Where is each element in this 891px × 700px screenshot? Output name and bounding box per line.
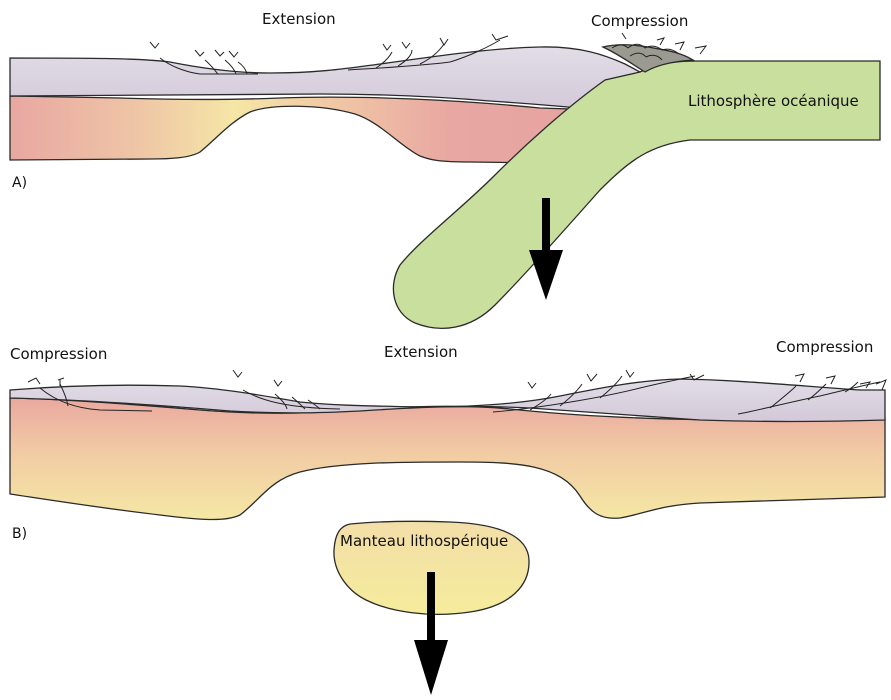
panel-a-label: A)	[12, 175, 27, 191]
lithospheric-mantle-label: Manteau lithospérique	[340, 532, 508, 550]
panel-b-label: B)	[12, 526, 27, 542]
panel-a: Extension Compression Lithosphère océani…	[10, 10, 880, 328]
compression-label-a: Compression	[591, 12, 688, 30]
compression-label-right-b: Compression	[776, 338, 873, 356]
mantle-lithosphere-a	[10, 96, 600, 163]
extension-label-b: Extension	[384, 343, 458, 361]
oceanic-lithosphere-label: Lithosphère océanique	[688, 92, 859, 110]
panel-b: Compression Extension Compression Mantea…	[10, 338, 886, 695]
extension-label-a: Extension	[262, 10, 336, 28]
compression-ticks-left-b	[28, 378, 64, 386]
compression-label-left-b: Compression	[10, 345, 107, 363]
